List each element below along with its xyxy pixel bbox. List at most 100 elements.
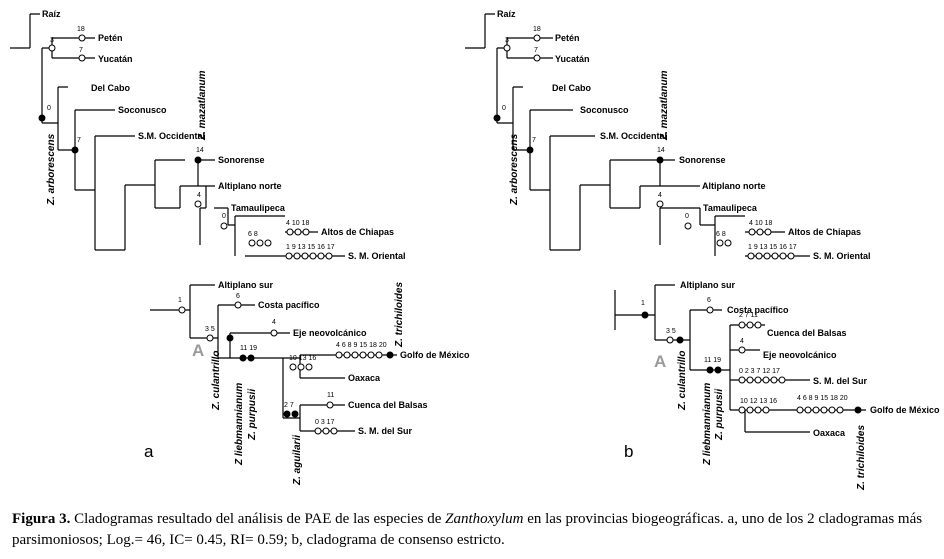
character-number: 4 (658, 192, 662, 199)
state-circle-filled (854, 406, 862, 414)
character-number: 18 (533, 26, 541, 33)
character-number: 1 9 13 15 16 17 (748, 244, 797, 251)
taxon-label: Altiplano sur (680, 280, 735, 290)
taxon-label: Altiplano norte (702, 181, 766, 191)
state-circle-filled (676, 336, 684, 344)
state-circle-open (770, 376, 778, 384)
state-circle-filled (226, 334, 234, 342)
state-circle-filled (493, 114, 501, 122)
taxon-label: Golfo de México (400, 350, 470, 360)
state-circle-open (264, 239, 272, 247)
state-circle-open (322, 427, 330, 435)
character-number: 7 (534, 47, 538, 54)
character-number: 1 9 13 15 16 17 (286, 244, 335, 251)
character-number: 4 6 8 9 15 18 20 (797, 395, 848, 402)
character-number: 7 (77, 137, 81, 144)
character-number: 6 8 (248, 231, 258, 238)
state-circle-open (762, 406, 770, 414)
state-circle-open (343, 351, 351, 359)
state-circle-open (234, 301, 242, 309)
character-number: 6 8 (716, 231, 726, 238)
state-circle-open (48, 44, 56, 52)
taxon-label: S. M. del Sur (813, 376, 868, 386)
state-circle-open (289, 363, 297, 371)
state-circle-open (762, 376, 770, 384)
taxon-label: Altiplano sur (218, 280, 273, 290)
state-circle-open (330, 427, 338, 435)
state-circle-open (294, 228, 302, 236)
state-circle-open (820, 406, 828, 414)
state-circle-filled (386, 351, 394, 359)
taxon-label: Tamaulipeca (703, 203, 758, 213)
taxon-label: Yucatán (98, 54, 133, 64)
taxon-label: Golfo de México (870, 405, 940, 415)
state-circle-open (309, 252, 317, 260)
species-label: Z. trichiloides (394, 282, 405, 348)
character-number: 18 (77, 26, 85, 33)
state-circle-open (666, 336, 674, 344)
character-number: 14 (657, 147, 665, 154)
taxon-label: Raíz (42, 9, 61, 19)
taxon-label: S. M. del Sur (358, 426, 413, 436)
state-circle-open (297, 363, 305, 371)
state-circle-open (335, 351, 343, 359)
state-circle-open (763, 252, 771, 260)
character-number: 1 (641, 300, 645, 307)
taxon-label: Sonorense (218, 155, 265, 165)
state-circle-open (302, 228, 310, 236)
node-marker: A (654, 352, 666, 371)
taxon-label: Tamaulipeca (231, 203, 286, 213)
state-circle-open (286, 228, 294, 236)
state-circle-open (194, 200, 202, 208)
character-number: 4 10 18 (749, 220, 772, 227)
species-label: Z. purpusii (247, 389, 258, 441)
state-circle-open (724, 239, 732, 247)
species-label: Z. culantrillo (677, 351, 688, 411)
taxon-label: Petén (98, 33, 123, 43)
state-circle-filled (194, 156, 202, 164)
state-circle-open (684, 222, 692, 230)
caption-genus: Zanthoxylum (445, 511, 524, 527)
panel-label: a (144, 442, 154, 461)
state-circle-open (256, 239, 264, 247)
character-number: 3 (505, 37, 509, 44)
state-circle-open (796, 406, 804, 414)
state-circle-open (503, 44, 511, 52)
taxon-label: Costa pacífico (727, 305, 789, 315)
state-circle-open (359, 351, 367, 359)
species-label: Z. trichiloides (856, 425, 867, 491)
state-circle-open (764, 228, 772, 236)
state-circle-open (78, 34, 86, 42)
character-number: 2 7 11 (739, 312, 758, 319)
state-circle-open (836, 406, 844, 414)
character-number: 4 10 18 (286, 220, 309, 227)
character-number: 11 (327, 392, 334, 399)
state-circle-open (746, 376, 754, 384)
state-circle-open (716, 239, 724, 247)
character-number: 2 7 (284, 402, 294, 409)
state-circle-open (738, 376, 746, 384)
state-circle-open (748, 228, 756, 236)
state-circle-open (756, 228, 764, 236)
state-circle-open (747, 252, 755, 260)
cladogram-figure: Raíz Petén Yucatán Del Cabo Soconusco S.… (10, 9, 940, 491)
character-number: 0 (502, 105, 506, 112)
state-circle-open (787, 252, 795, 260)
taxon-label: S.M. Occidental (600, 131, 667, 141)
state-circle-open (270, 329, 278, 337)
state-circle-filled (38, 114, 46, 122)
taxon-label: S. M. Oriental (813, 251, 871, 261)
character-number: 3 (50, 37, 54, 44)
species-label: Z. aguilarii (292, 435, 303, 486)
taxon-label: Cuenca del Balsas (767, 328, 847, 338)
caption-text: en las provincias biogeográficas. a, uno… (12, 511, 923, 548)
character-number: 4 (197, 192, 201, 199)
state-circle-open (778, 376, 786, 384)
state-circle-open (771, 252, 779, 260)
state-circle-open (754, 376, 762, 384)
character-number: 0 (222, 213, 226, 220)
state-circle-open (367, 351, 375, 359)
state-circle-open (326, 401, 334, 409)
taxon-label: Costa pacífico (258, 300, 320, 310)
species-label: Z. mazatlanum (197, 70, 208, 141)
